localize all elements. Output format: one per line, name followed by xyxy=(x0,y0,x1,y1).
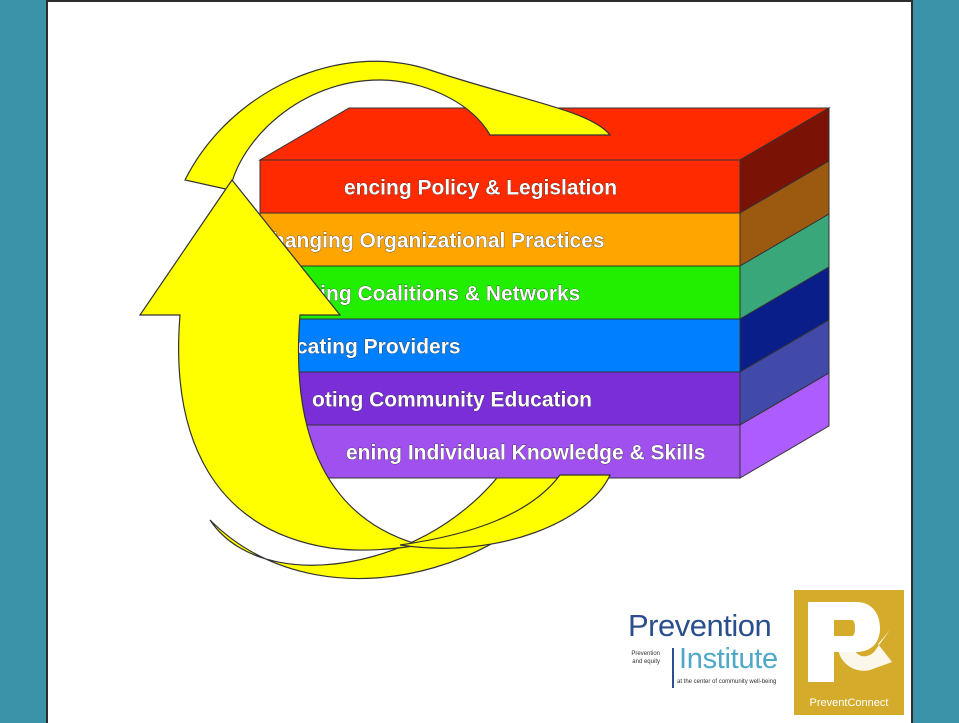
cycle-arrow-top xyxy=(184,60,612,191)
pc-monogram-icon xyxy=(808,602,892,682)
prevention-institute-logo: Prevention Prevention and equity Institu… xyxy=(620,608,780,708)
tier-label-4: oting Community Education xyxy=(312,389,592,412)
pi-logo-title: Prevention xyxy=(628,608,772,643)
tier-front-4 xyxy=(259,371,741,426)
tier-label-5: ening Individual Knowledge & Skills xyxy=(346,442,705,465)
tier-front-5 xyxy=(259,424,741,479)
pi-logo-subtitle: Institute xyxy=(679,643,778,675)
pi-logo-tag-left: Prevention and equity xyxy=(631,651,660,665)
pc-logo-caption: PreventConnect xyxy=(809,697,889,709)
cycle-arrow-head xyxy=(138,178,421,551)
tier-side-5 xyxy=(739,372,830,479)
cycle-arrow-tail xyxy=(399,474,611,549)
tier-stack: encing Policy & Legislation hanging Organ… xyxy=(259,107,830,479)
preventconnect-logo: PreventConnect xyxy=(794,590,904,715)
tier-label-0: encing Policy & Legislation xyxy=(344,177,617,200)
tier-front-3 xyxy=(259,318,741,373)
tier-label-2: ring Coalitions & Networks xyxy=(312,283,580,306)
tier-label-1: hanging Organizational Practices xyxy=(272,230,605,253)
pi-logo-tagline: at the center of community well-being xyxy=(677,679,777,685)
tier-label-3: cating Providers xyxy=(296,336,461,359)
tier-front-0 xyxy=(259,159,741,214)
pi-logo-divider xyxy=(672,648,674,688)
